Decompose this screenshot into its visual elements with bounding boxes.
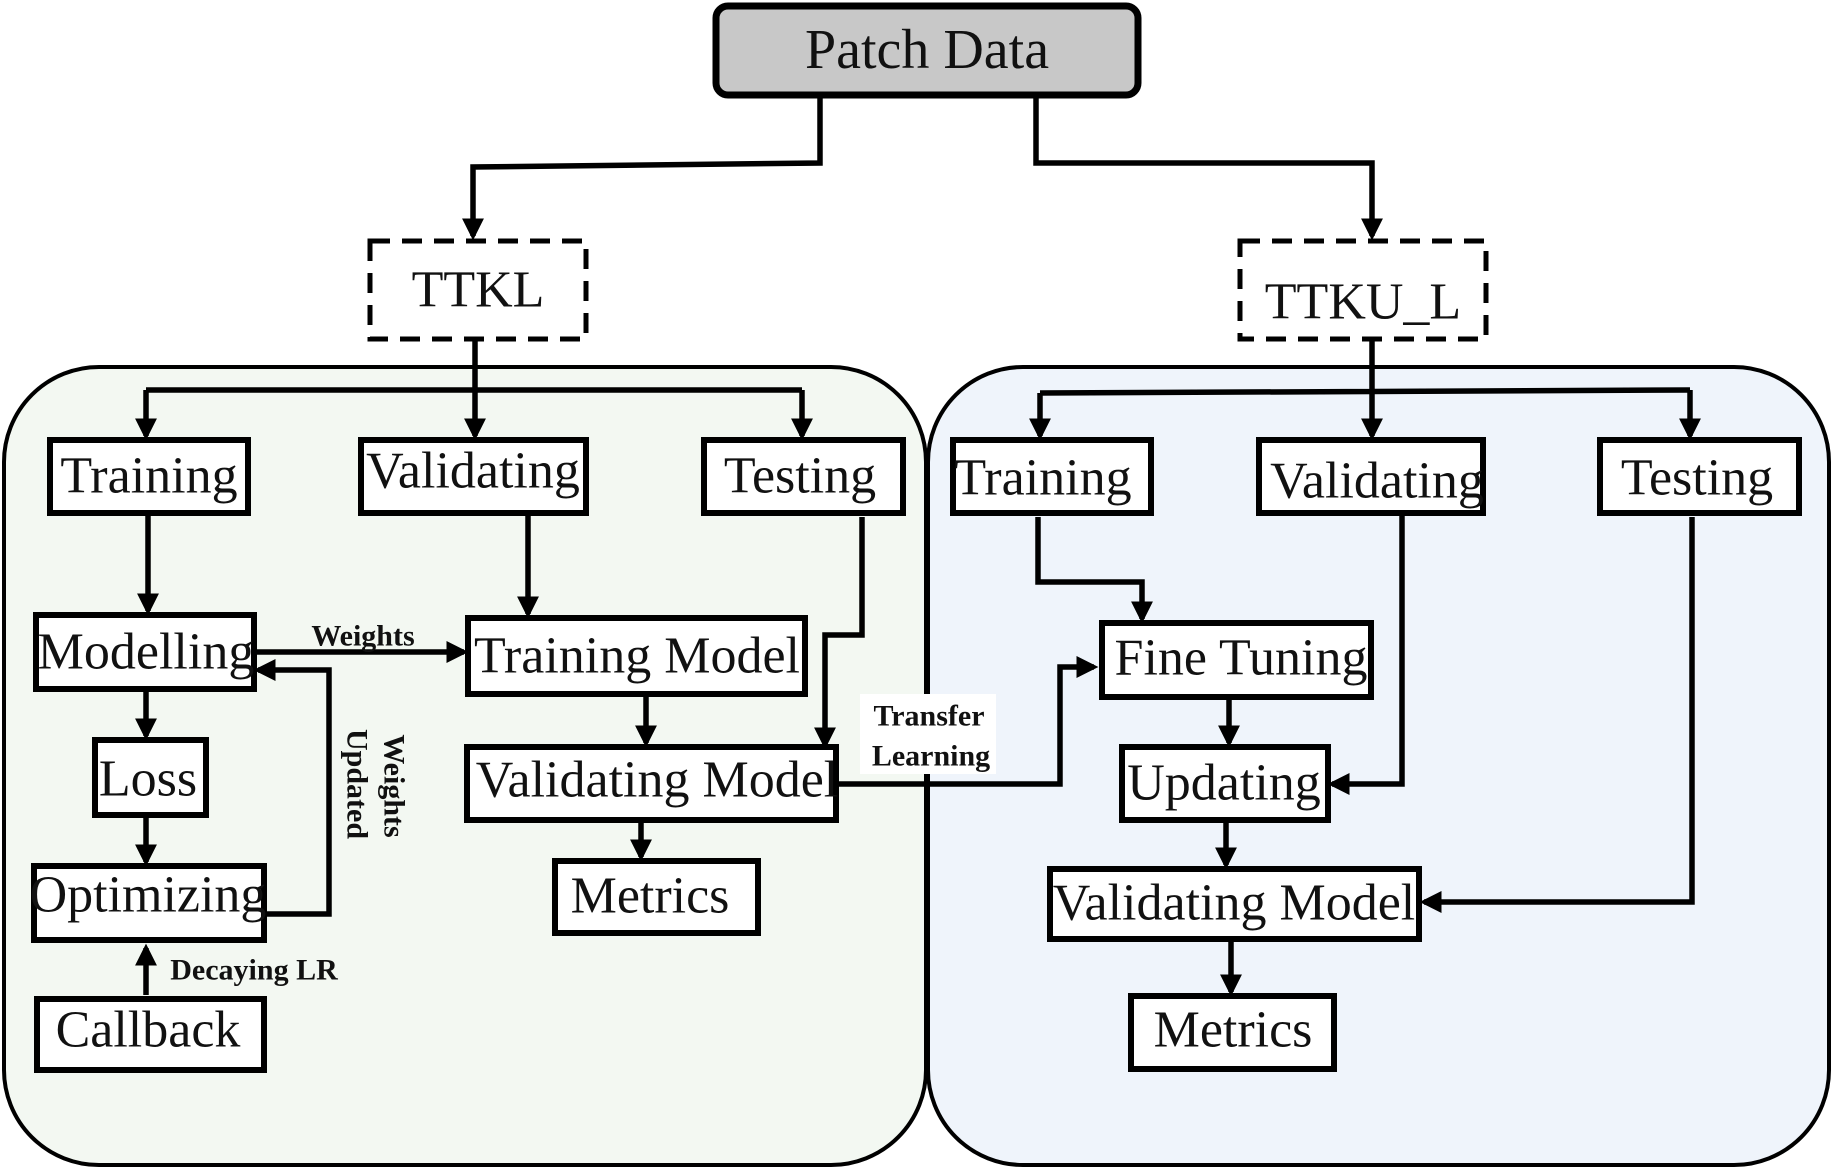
ttkl-optimizing-node	[31, 863, 267, 943]
ttkl-training-model-node	[465, 615, 808, 697]
ttkl-label: TTKL	[412, 262, 545, 319]
ttkl-metrics-node	[552, 858, 761, 936]
patch-data-node	[712, 2, 1142, 99]
patch-data-label: Patch Data	[805, 19, 1049, 81]
ttkl-training-label: Training	[60, 448, 237, 505]
ttkl-validating-node	[358, 437, 589, 516]
updated-weights-edge-label-line2: Weights	[378, 734, 411, 837]
ttkl-loss-label: Loss	[99, 751, 197, 808]
updated-weights-edge-label-line1: Updated	[341, 729, 374, 839]
ttku-l-header	[1237, 238, 1489, 342]
ttku-l-training-label: Training	[954, 450, 1131, 507]
ttku-l-fine-tuning-label: Fine Tuning	[1115, 630, 1368, 687]
ttkl-optimizing-label: Optimizing	[30, 867, 267, 924]
ttkl-testing-label: Testing	[724, 448, 876, 505]
ttkl-validating-model-node	[464, 744, 839, 823]
ttku-l-updating-node	[1119, 744, 1331, 823]
ttkl-validating-model-label: Validating Model	[476, 752, 839, 809]
ttku-l-training-node	[950, 437, 1154, 516]
ttku-l-validating-label: Validating	[1270, 453, 1484, 510]
ttkl-modelling-node	[33, 612, 257, 692]
ttku-l-validating-node	[1256, 437, 1486, 516]
testing-to-validating-model-arrow	[814, 517, 865, 750]
ttku-l-testing-node	[1597, 437, 1802, 516]
ttkl-testing-node	[701, 437, 906, 516]
patch-to-ttku-l-arrow	[1033, 97, 1383, 241]
ttku-l-updating-label: Updating	[1127, 755, 1321, 812]
transfer-learning-label-line1: Transfer	[873, 700, 984, 733]
ttku-l-testing-label: Testing	[1621, 450, 1773, 507]
ttkl-metrics-label: Metrics	[571, 868, 730, 925]
weights-edge-label: Weights	[311, 620, 414, 653]
ttku-l-label: TTKU_L	[1265, 274, 1461, 331]
ttku-l-metrics-node	[1128, 993, 1337, 1072]
ttku-l-fine-tuning-node	[1099, 620, 1374, 700]
ttkl-callback-node	[34, 996, 267, 1073]
transfer-learning-label-line2: Learning	[872, 740, 990, 773]
transfer-learning-label-bg	[860, 694, 996, 774]
ttku-l-validating-model-label: Validating Model	[1053, 875, 1416, 932]
ttkl-header	[367, 238, 589, 342]
training-to-fine-tuning-arrow	[1035, 517, 1153, 624]
ttkl-callback-label: Callback	[56, 1002, 241, 1059]
ttkl-loss-node	[92, 737, 209, 818]
validating-to-updating-arrow	[1327, 515, 1405, 795]
ttkl-training-model-label: Training Model	[474, 628, 800, 685]
testing-to-validating-model-arrow-right	[1419, 517, 1695, 913]
ttkl-modelling-label: Modelling	[38, 624, 255, 681]
ttkl-training-node	[47, 437, 251, 516]
transfer-learning-arrow	[838, 656, 1099, 787]
decaying-lr-edge-label: Decaying LR	[170, 954, 338, 987]
ttku-l-split-line	[1039, 341, 1691, 396]
patch-to-ttkl-arrow	[462, 97, 823, 241]
optimizing-to-modelling-arrow	[253, 659, 332, 917]
ttku-l-metrics-label: Metrics	[1154, 1002, 1313, 1059]
ttku-l-validating-model-node	[1047, 866, 1422, 942]
ttkl-validating-label: Validating	[366, 443, 580, 500]
